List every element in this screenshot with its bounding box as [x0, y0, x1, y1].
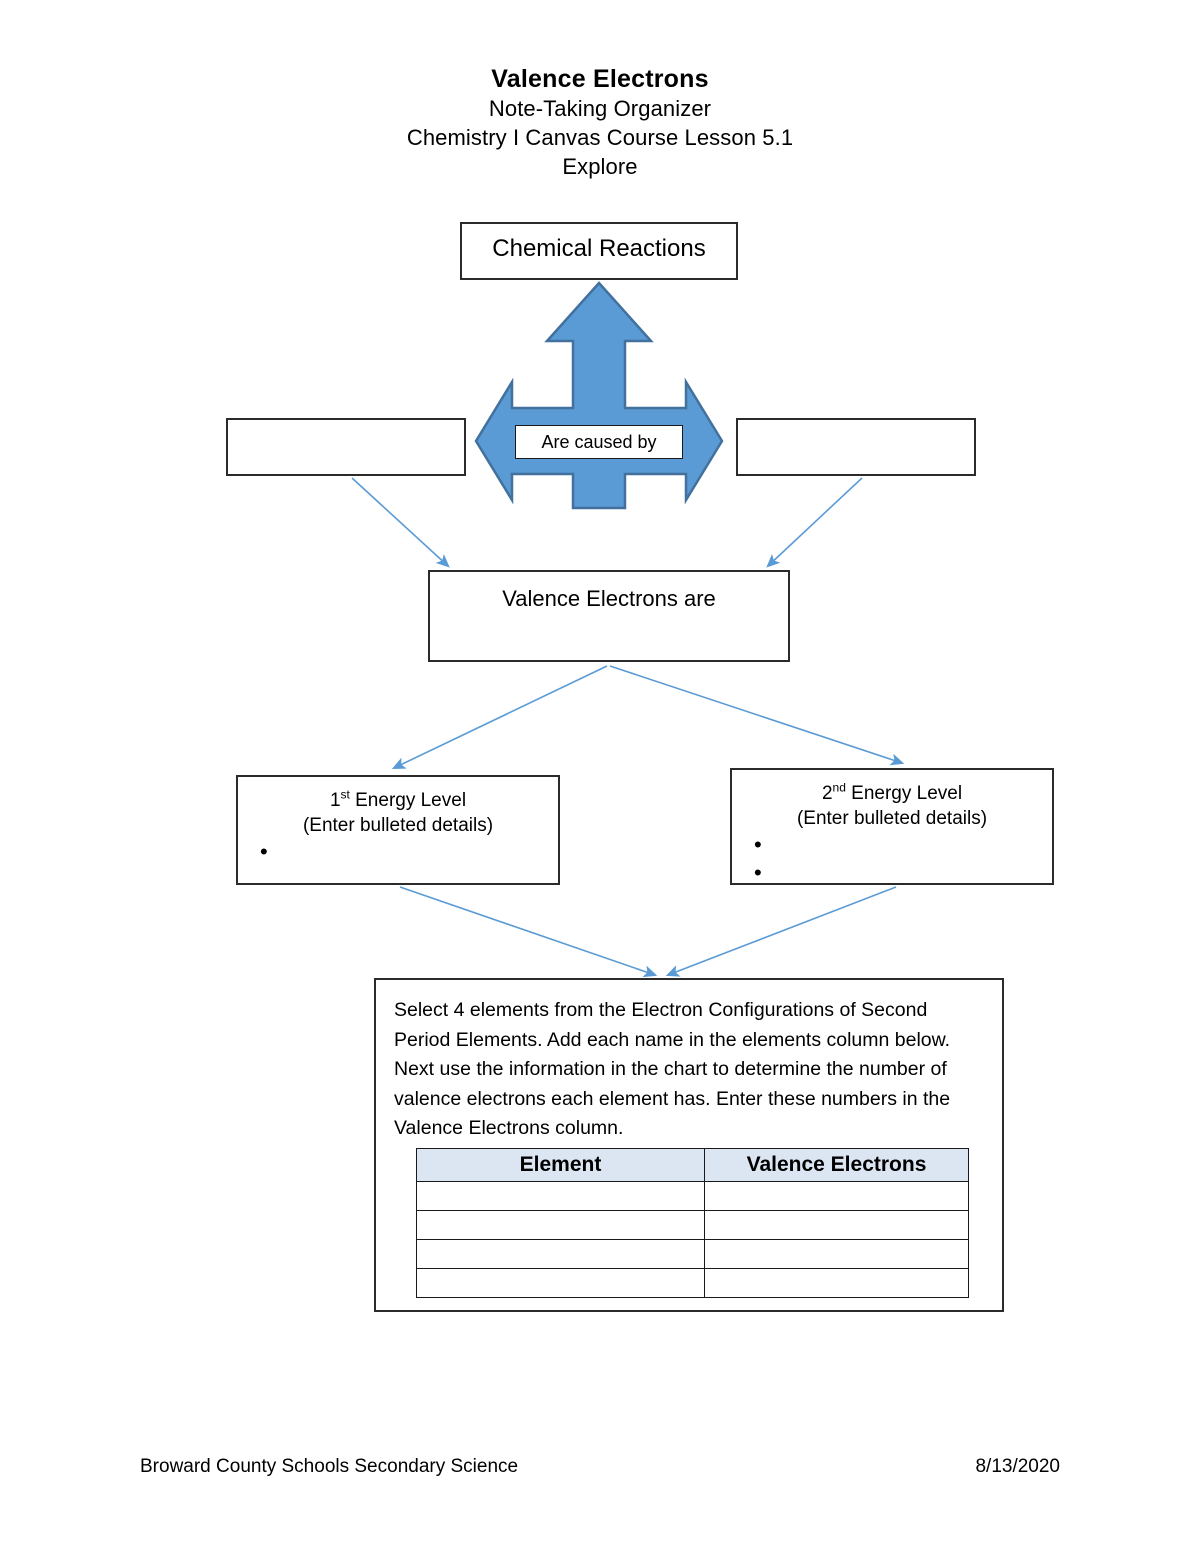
- energy-level-2-box[interactable]: 2nd Energy Level (Enter bulleted details…: [730, 768, 1054, 887]
- chemical-reactions-label: Chemical Reactions: [492, 235, 706, 262]
- three-way-block-arrow: [474, 281, 724, 510]
- cell-valence[interactable]: [704, 1239, 969, 1269]
- energy-level-2-heading: 2nd Energy Level (Enter bulleted details…: [732, 781, 1052, 831]
- energy-level-2-title-rest: Energy Level: [845, 783, 963, 804]
- valence-electrons-are-box[interactable]: Valence Electrons are: [428, 570, 790, 662]
- instructions-text: Select 4 elements from the Electron Conf…: [394, 999, 951, 1139]
- energy-level-1-suffix: st: [340, 787, 350, 802]
- energy-level-1-heading: 1st Energy Level (Enter bulleted details…: [238, 788, 558, 838]
- cell-valence[interactable]: [704, 1210, 969, 1240]
- connector-middle-to-energy1: [391, 665, 608, 770]
- connector-energy1-to-instructions: [399, 886, 658, 978]
- chemical-reactions-box[interactable]: Chemical Reactions: [460, 222, 738, 280]
- document-title-block: Valence Electrons Note-Taking Organizer …: [0, 64, 1200, 181]
- energy-level-2-subtitle: (Enter bulleted details): [796, 808, 988, 829]
- subtitle-line-1: Note-Taking Organizer: [488, 96, 712, 121]
- cell-element[interactable]: [416, 1210, 705, 1240]
- connector-right-to-middle: [766, 477, 863, 568]
- are-caused-by-label: Are caused by: [541, 432, 657, 452]
- table-row[interactable]: [416, 1181, 969, 1211]
- instructions-container-box: Select 4 elements from the Electron Conf…: [374, 978, 1004, 1312]
- footer-date: 8/13/2020: [975, 1456, 1060, 1477]
- elements-valence-table[interactable]: Element Valence Electrons: [416, 1148, 969, 1298]
- table-header-row: Element Valence Electrons: [416, 1148, 969, 1182]
- energy-level-1-bullet-list[interactable]: [260, 838, 558, 872]
- energy-level-2-bullet-list[interactable]: [754, 831, 1052, 893]
- are-caused-by-label-box: Are caused by: [515, 425, 683, 459]
- energy-level-1-ordinal: 1: [329, 790, 341, 811]
- cell-valence[interactable]: [704, 1268, 969, 1298]
- cell-element[interactable]: [416, 1239, 705, 1269]
- column-header-valence-electrons: Valence Electrons: [704, 1148, 969, 1182]
- list-item[interactable]: [754, 831, 1052, 865]
- table-row[interactable]: [416, 1268, 969, 1298]
- connector-middle-to-energy2: [609, 665, 905, 766]
- right-cause-input-box[interactable]: [736, 418, 976, 476]
- valence-electrons-are-label: Valence Electrons are: [502, 586, 716, 611]
- table-row[interactable]: [416, 1210, 969, 1240]
- energy-level-1-subtitle: (Enter bulleted details): [302, 815, 494, 836]
- connector-energy2-to-instructions: [665, 886, 897, 977]
- page-title: Valence Electrons: [491, 65, 709, 93]
- list-item[interactable]: [754, 859, 1052, 893]
- left-cause-input-box[interactable]: [226, 418, 466, 476]
- list-item[interactable]: [260, 838, 558, 872]
- energy-level-1-box[interactable]: 1st Energy Level (Enter bulleted details…: [236, 775, 560, 885]
- table-body: [416, 1181, 969, 1298]
- page-footer: Broward County Schools Secondary Science…: [140, 1455, 1060, 1479]
- energy-level-2-suffix: nd: [832, 780, 846, 795]
- subtitle-line-2: Chemistry I Canvas Course Lesson 5.1: [406, 125, 794, 150]
- cell-element[interactable]: [416, 1268, 705, 1298]
- column-header-element: Element: [416, 1148, 705, 1182]
- energy-level-1-title-rest: Energy Level: [349, 790, 467, 811]
- table-row[interactable]: [416, 1239, 969, 1269]
- subtitle-line-3: Explore: [562, 154, 638, 179]
- footer-organization: Broward County Schools Secondary Science: [140, 1456, 519, 1477]
- cell-element[interactable]: [416, 1181, 705, 1211]
- energy-level-2-ordinal: 2: [821, 783, 833, 804]
- connector-left-to-middle: [351, 477, 450, 568]
- cell-valence[interactable]: [704, 1181, 969, 1211]
